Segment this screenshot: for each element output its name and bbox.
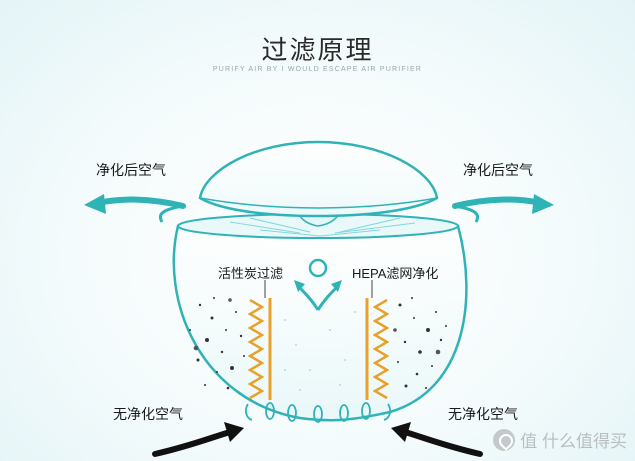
unpurified-air-arrow-right (391, 422, 483, 457)
activated-carbon-filter (247, 298, 272, 400)
purified-air-label-right: 净化后空气 (463, 162, 533, 178)
watermark-text: 值 什么值得买 (520, 432, 627, 451)
purified-air-label-left: 净化后空气 (96, 162, 166, 178)
purifier-body (172, 224, 468, 422)
clean-particles-center (284, 311, 356, 391)
dust-particles-left (189, 297, 245, 390)
watermark: 值 什么值得买 (493, 427, 627, 452)
diagram-title: 过滤原理 (261, 35, 374, 65)
unpurified-air-label-right: 无净化空气 (448, 406, 518, 422)
dust-particles-right (393, 297, 447, 389)
unpurified-air-arrow-left (152, 422, 244, 457)
purified-air-arrow-left (84, 194, 186, 223)
activated-carbon-label: 活性炭过滤 (218, 266, 284, 281)
intake-vents (245, 402, 391, 423)
hepa-filter-label: HEPA滤网净化 (352, 266, 439, 281)
purified-air-arrow-right (452, 194, 554, 223)
unpurified-air-label-left: 无净化空气 (113, 406, 183, 422)
hepa-filter (365, 298, 390, 400)
rim-vent-lines (229, 217, 416, 237)
diagram-subtitle: PURIFY AIR BY I WOULD ESCAPE AIR PURIFIE… (212, 66, 423, 73)
purifier-lid (198, 140, 439, 218)
center-airflow-icon (294, 258, 342, 311)
watermark-logo-icon (493, 428, 516, 451)
